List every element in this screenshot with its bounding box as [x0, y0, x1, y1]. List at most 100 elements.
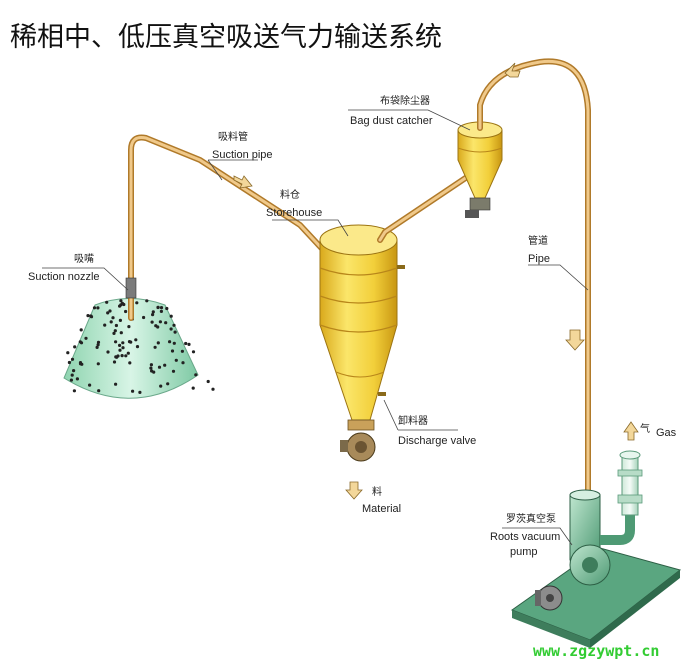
pile-particle	[124, 354, 128, 358]
label-suction-nozzle-en: Suction nozzle	[28, 271, 100, 283]
pile-particle	[119, 299, 123, 303]
pile-particle	[157, 365, 162, 369]
pile-particle	[120, 301, 124, 305]
watermark: www.zgzywpt.cn	[533, 642, 659, 660]
pile-particle	[114, 382, 118, 386]
pile-particle	[124, 309, 128, 314]
pile-particle	[150, 320, 154, 324]
pile-particle	[127, 340, 132, 344]
label-roots-pump-cn: 罗茨真空泵	[506, 512, 556, 525]
pile-particle	[80, 362, 84, 366]
pile-particle	[69, 378, 73, 382]
pile-particle	[169, 314, 173, 318]
pile-particle	[66, 351, 70, 355]
pile-particle	[78, 340, 82, 344]
pile-particle	[73, 345, 77, 349]
label-roots-pump-en-2: pump	[510, 546, 538, 558]
page-title: 稀相中、低压真空吸送气力输送系统	[10, 22, 442, 53]
label-storehouse-en: Storehouse	[266, 207, 322, 219]
label-suction-pipe-cn: 吸料管	[218, 130, 248, 143]
pile-particle	[67, 360, 71, 365]
label-suction-pipe-en: Suction pipe	[212, 149, 273, 161]
pile-particle	[84, 336, 88, 340]
pile-particle	[92, 306, 97, 310]
pile-particle	[118, 318, 122, 322]
pile-particle	[134, 338, 138, 342]
pile-particle	[96, 340, 101, 344]
pile-particle	[187, 342, 191, 346]
pile-particle	[154, 324, 158, 328]
bag-dust-catcher	[457, 121, 503, 218]
pile-particle	[70, 373, 74, 377]
pile-particle	[135, 301, 139, 305]
flow-arrow-gas	[623, 421, 639, 441]
pile-particle	[79, 328, 83, 332]
pile-particle	[88, 383, 92, 387]
pile-particle	[119, 331, 123, 335]
label-material-en: Material	[362, 503, 401, 515]
pile-particle	[171, 369, 176, 373]
pile-particle	[120, 354, 124, 358]
pile-particle	[135, 345, 140, 349]
pile-particle	[169, 327, 173, 331]
pile-particle	[172, 323, 176, 327]
pile-particle	[89, 314, 93, 318]
pile-particle	[151, 310, 155, 314]
label-suction-nozzle-cn: 吸嘴	[74, 253, 94, 265]
flow-arrow-suction	[233, 175, 253, 189]
pile-particle	[145, 299, 149, 303]
pile-particle	[174, 358, 178, 362]
pile-particle	[156, 341, 160, 345]
pile-particle	[114, 323, 118, 328]
pile-particle	[172, 341, 176, 345]
pile-particle	[121, 341, 125, 345]
pile-particle	[142, 315, 146, 320]
label-roots-pump-en-1: Roots vacuum	[490, 531, 560, 543]
pile-particle	[70, 357, 75, 361]
pile-particle	[111, 316, 115, 320]
pile-particle	[164, 321, 168, 325]
pile-particle	[96, 306, 100, 310]
label-material-cn: 料	[372, 485, 382, 498]
pile-particle	[86, 314, 90, 318]
connecting-pipe	[377, 172, 473, 243]
pile-particle	[180, 349, 184, 353]
pile-particle	[149, 363, 153, 367]
pile-particle	[97, 389, 101, 393]
pile-particle	[118, 343, 122, 347]
pile-particle	[131, 389, 135, 393]
pile-particle	[113, 329, 117, 333]
pile-particle	[150, 369, 154, 373]
discharge-valve	[340, 419, 376, 462]
pile-particle	[106, 311, 110, 315]
pile-particle	[127, 325, 131, 329]
pile-particle	[126, 351, 130, 355]
pile-particle	[96, 343, 100, 347]
pile-particle	[159, 309, 163, 313]
flow-arrow-material	[345, 481, 363, 500]
pile-particle	[128, 361, 132, 365]
pile-particle	[106, 350, 110, 354]
pile-particle	[72, 389, 76, 393]
pile-particle	[191, 386, 195, 390]
pile-particle	[138, 390, 142, 394]
pile-particle	[170, 349, 175, 353]
label-gas-en: Gas	[656, 427, 677, 439]
pile-particle	[163, 363, 167, 367]
flow-arrow-top	[504, 62, 521, 78]
pile-particle	[206, 379, 210, 384]
pile-particle	[153, 345, 157, 349]
label-gas-cn: 气	[640, 422, 650, 435]
pile-particle	[103, 323, 107, 327]
gas-vent-pipe	[617, 450, 643, 516]
pile-particle	[168, 340, 172, 344]
label-storehouse-cn: 料仓	[280, 188, 300, 201]
pile-particle	[121, 346, 125, 350]
flow-arrows	[233, 62, 639, 500]
suction-nozzle-fitting	[125, 277, 137, 299]
pile-particle	[165, 306, 169, 311]
pile-particle	[158, 320, 162, 324]
label-bag-dust-catcher-en: Bag dust catcher	[350, 115, 433, 127]
label-discharge-valve-en: Discharge valve	[398, 435, 476, 447]
